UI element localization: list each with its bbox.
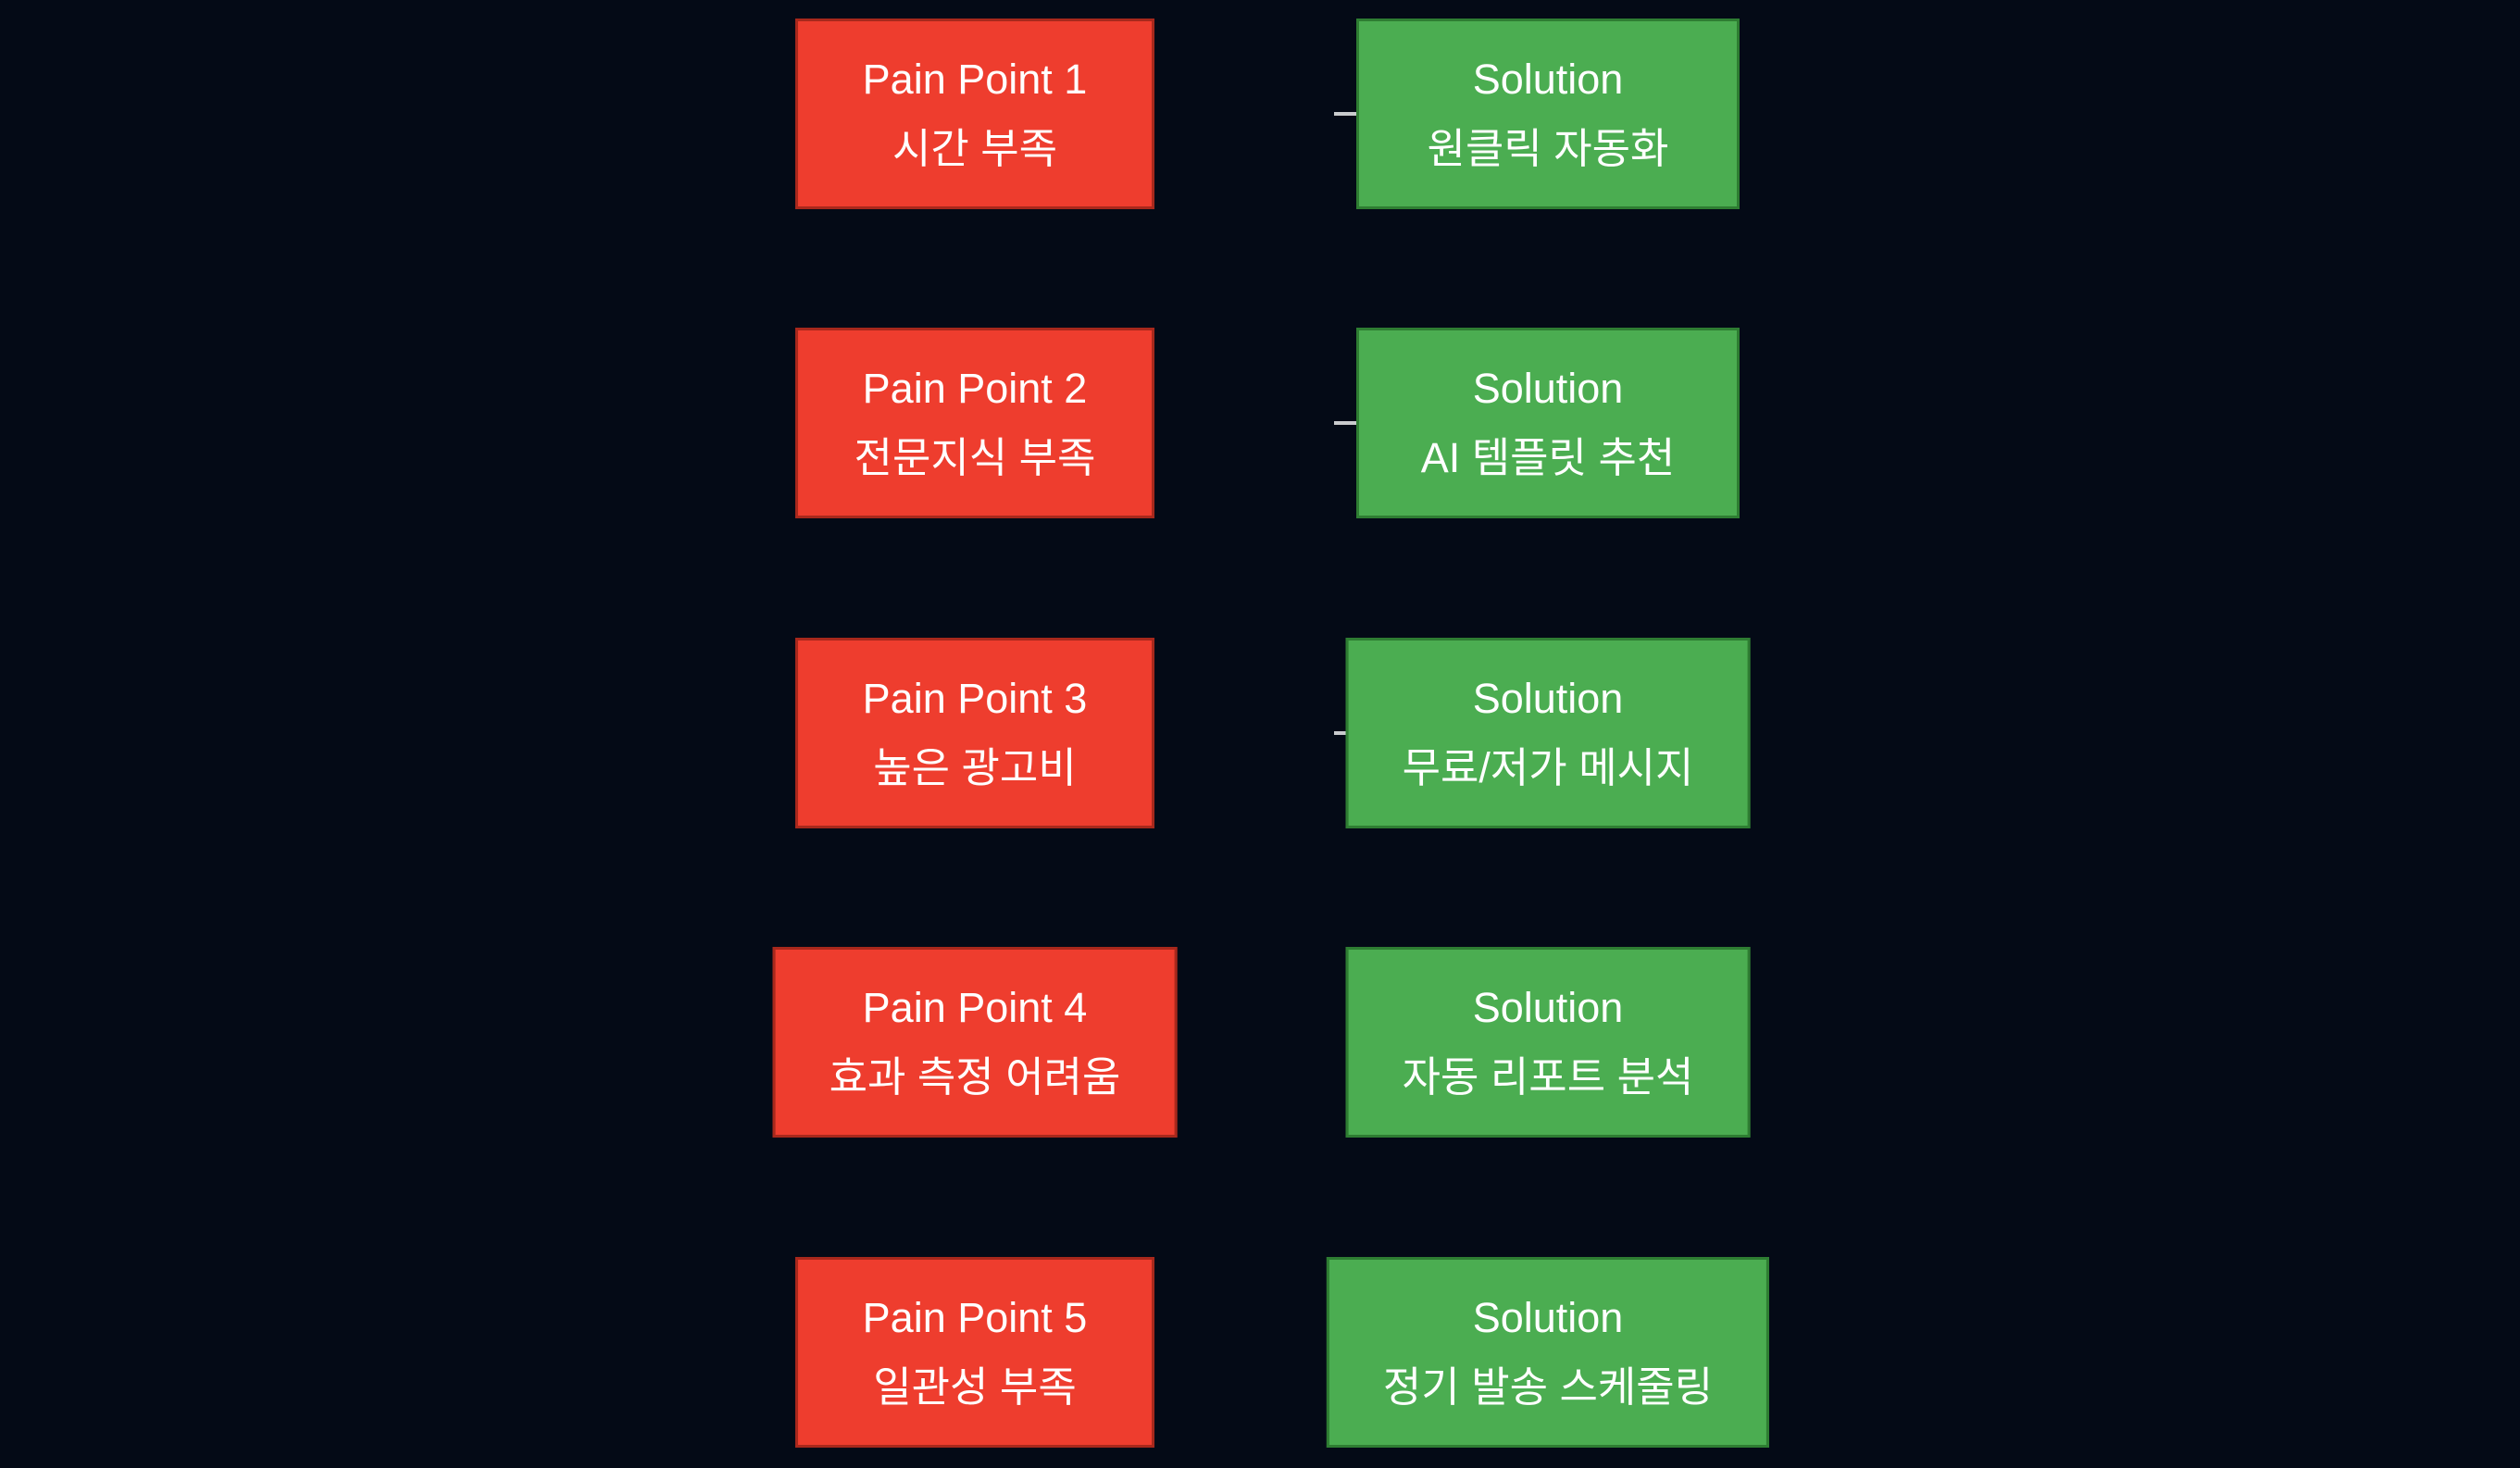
pain-point-title: Pain Point 4 <box>862 983 1088 1031</box>
solution-label: 원클릭 자동화 <box>1427 125 1669 172</box>
solution-label: 정기 발송 스케줄링 <box>1382 1363 1714 1411</box>
pain-point-box: Pain Point 1 시간 부족 <box>795 19 1154 209</box>
pain-point-title: Pain Point 2 <box>862 364 1088 412</box>
pain-point-label: 시간 부족 <box>892 125 1058 172</box>
pain-point-title: Pain Point 1 <box>862 55 1088 103</box>
pain-solution-row: Pain Point 1 시간 부족 Solution 원클릭 자동화 <box>0 19 2520 209</box>
pain-point-label: 효과 측정 어려움 <box>829 1053 1121 1101</box>
solution-label: AI 템플릿 추천 <box>1420 434 1676 481</box>
pain-point-label: 높은 광고비 <box>873 744 1077 791</box>
solution-title: Solution <box>1472 1293 1624 1341</box>
solution-title: Solution <box>1472 364 1624 412</box>
solution-box: Solution 정기 발송 스케줄링 <box>1326 1257 1770 1448</box>
solution-title: Solution <box>1472 55 1624 103</box>
solution-box: Solution 자동 리포트 분석 <box>1345 947 1751 1138</box>
solution-title: Solution <box>1472 674 1624 722</box>
pain-point-title: Pain Point 3 <box>862 674 1088 722</box>
pain-point-label: 일관성 부족 <box>873 1363 1077 1411</box>
solution-box: Solution 무료/저가 메시지 <box>1345 638 1751 828</box>
pain-point-title: Pain Point 5 <box>862 1293 1088 1341</box>
pain-point-box: Pain Point 4 효과 측정 어려움 <box>772 947 1178 1138</box>
pain-solution-row: Pain Point 2 전문지식 부족 Solution AI 템플릿 추천 <box>0 328 2520 518</box>
pain-solution-row: Pain Point 4 효과 측정 어려움 Solution 자동 리포트 분… <box>0 947 2520 1138</box>
solution-box: Solution 원클릭 자동화 <box>1356 19 1740 209</box>
solution-title: Solution <box>1472 983 1624 1031</box>
solution-label: 무료/저가 메시지 <box>1402 744 1694 791</box>
pain-solution-row: Pain Point 5 일관성 부족 Solution 정기 발송 스케줄링 <box>0 1257 2520 1448</box>
pain-point-box: Pain Point 2 전문지식 부족 <box>795 328 1154 518</box>
solution-box: Solution AI 템플릿 추천 <box>1356 328 1740 518</box>
solution-label: 자동 리포트 분석 <box>1402 1053 1694 1101</box>
pain-solution-row: Pain Point 3 높은 광고비 Solution 무료/저가 메시지 <box>0 638 2520 828</box>
pain-point-label: 전문지식 부족 <box>854 434 1096 481</box>
pain-point-box: Pain Point 5 일관성 부족 <box>795 1257 1154 1448</box>
pain-point-box: Pain Point 3 높은 광고비 <box>795 638 1154 828</box>
